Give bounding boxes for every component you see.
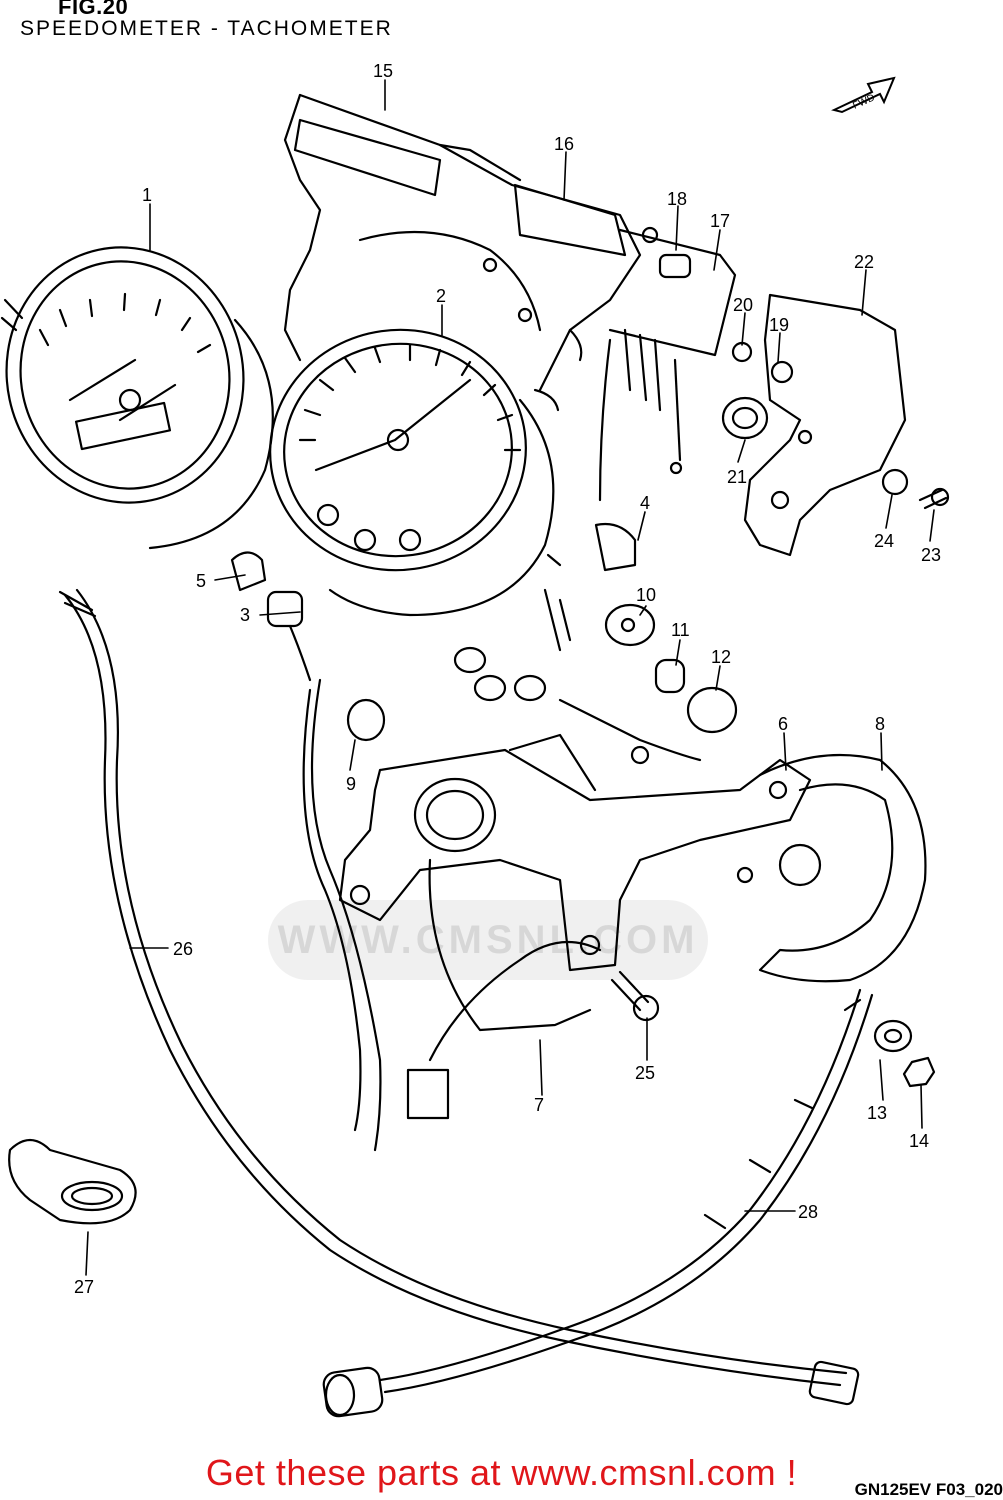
callout-11: 11 — [671, 620, 690, 640]
figure-title: SPEEDOMETER - TACHOMETER — [20, 17, 393, 40]
callout-22: 22 — [854, 252, 875, 272]
callout-2: 2 — [436, 286, 447, 306]
buy-parts-link[interactable]: Get these parts at www.cmsnl.com ! — [205, 1452, 798, 1493]
callout-5: 5 — [196, 571, 207, 591]
callout-9: 9 — [346, 774, 357, 794]
callout-8: 8 — [875, 714, 886, 734]
forward-direction-arrow-icon: FWD — [831, 76, 896, 114]
callout-6: 6 — [778, 714, 789, 734]
callout-12: 12 — [711, 647, 732, 667]
watermark-text: WWW.CMSNL.COM — [277, 918, 699, 962]
callout-1: 1 — [142, 185, 153, 205]
callout-3: 3 — [240, 605, 251, 625]
callout-14: 14 — [909, 1131, 930, 1151]
wiring-harness — [302, 678, 702, 1152]
callout-18: 18 — [667, 189, 688, 209]
meter-cover — [736, 753, 927, 983]
callout-17: 17 — [710, 211, 731, 231]
callout-28: 28 — [798, 1202, 819, 1222]
callout-13: 13 — [867, 1103, 888, 1123]
speedometer-cable — [58, 588, 860, 1406]
tachometer-gauge — [269, 328, 562, 617]
lower-bracket — [338, 733, 812, 1032]
speedometer-gauge — [0, 246, 274, 550]
callout-23: 23 — [921, 545, 942, 565]
callout-26: 26 — [173, 939, 194, 959]
callout-24: 24 — [874, 531, 895, 551]
callout-27: 27 — [74, 1277, 95, 1297]
callout-19: 19 — [769, 315, 790, 335]
forward-direction-label: FWD — [851, 92, 876, 111]
meter-bracket-right — [721, 293, 950, 557]
callout-10: 10 — [636, 585, 657, 605]
tachometer-cable — [322, 988, 874, 1418]
meter-housing — [283, 93, 642, 412]
fasteners — [610, 970, 936, 1088]
bulbs-and-sockets — [230, 522, 738, 742]
callout-20: 20 — [733, 295, 754, 315]
cable-grommet — [8, 1138, 137, 1225]
figure-number: FIG.20 — [58, 0, 129, 19]
callout-leaders — [85, 79, 935, 1276]
callout-16: 16 — [554, 134, 575, 154]
indicator-panel — [513, 183, 737, 502]
callout-15: 15 — [373, 61, 394, 81]
model-code: GN125EV F03_020 — [854, 1480, 1003, 1499]
callout-21: 21 — [727, 467, 748, 487]
callout-7: 7 — [534, 1095, 545, 1115]
callout-25: 25 — [635, 1063, 656, 1083]
callout-4: 4 — [640, 493, 651, 513]
